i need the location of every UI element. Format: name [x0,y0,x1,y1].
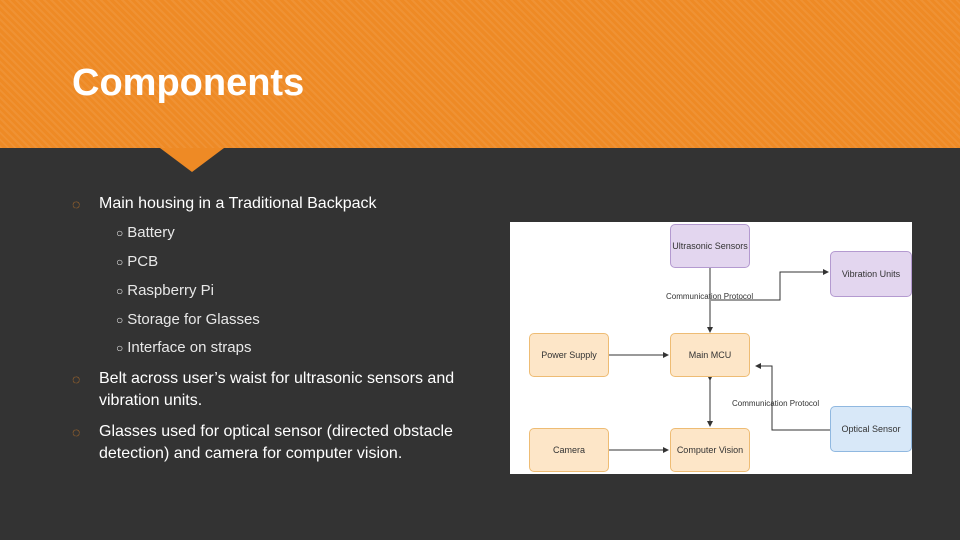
sub-bullet-text: Battery [127,224,175,241]
bullet-text: Belt across user’s waist for ultrasonic … [99,370,455,409]
title-banner [0,0,960,148]
sub-bullet-item: ○Raspberry Pi [116,281,214,301]
sub-bullet-item: ○Battery [116,223,175,243]
bullet-marker: ◌ [72,196,81,212]
slide-title: Components [72,62,305,104]
sub-bullet-text: Storage for Glasses [127,311,260,328]
node-vibration-units: Vibration Units [830,251,912,297]
sub-bullet-item: ○Storage for Glasses [116,310,260,330]
diagram-connectors [609,268,830,453]
node-optical-sensor: Optical Sensor [830,406,912,452]
node-main-mcu: Main MCU [670,333,750,377]
node-camera: Camera [529,428,609,472]
bullet-text: Main housing in a Traditional Backpack [99,195,377,212]
edge-label-communication-protocol: Communication Protocol [666,292,754,301]
sub-bullet-marker: ○ [116,313,124,327]
arrow-mcu-to-vibration [711,269,829,301]
sub-bullet-text: PCB [127,253,159,270]
sub-bullet-text: Interface on straps [127,339,252,356]
sub-bullet-marker: ○ [116,284,124,298]
sub-bullet-marker: ○ [116,341,124,355]
banner-notch [160,148,224,172]
bullet-text: Glasses used for optical sensor (directe… [99,423,453,462]
node-ultrasonic-sensors: Ultrasonic Sensors [670,224,750,268]
bullet-marker: ◌ [72,371,81,387]
arrow-optical-to-mcu [755,363,830,431]
block-diagram: Ultrasonic Sensors Vibration Units Power… [510,222,912,474]
edge-label-communication-protocol: Communication Protocol [732,399,820,408]
sub-bullet-item: ○PCB [116,252,158,272]
node-computer-vision: Computer Vision [670,428,750,472]
sub-bullet-item: ○Interface on straps [116,338,251,358]
sub-bullet-marker: ○ [116,226,124,240]
node-power-supply: Power Supply [529,333,609,377]
sub-bullet-text: Raspberry Pi [127,282,214,299]
bullet-marker: ◌ [72,424,81,440]
sub-bullet-marker: ○ [116,255,124,269]
